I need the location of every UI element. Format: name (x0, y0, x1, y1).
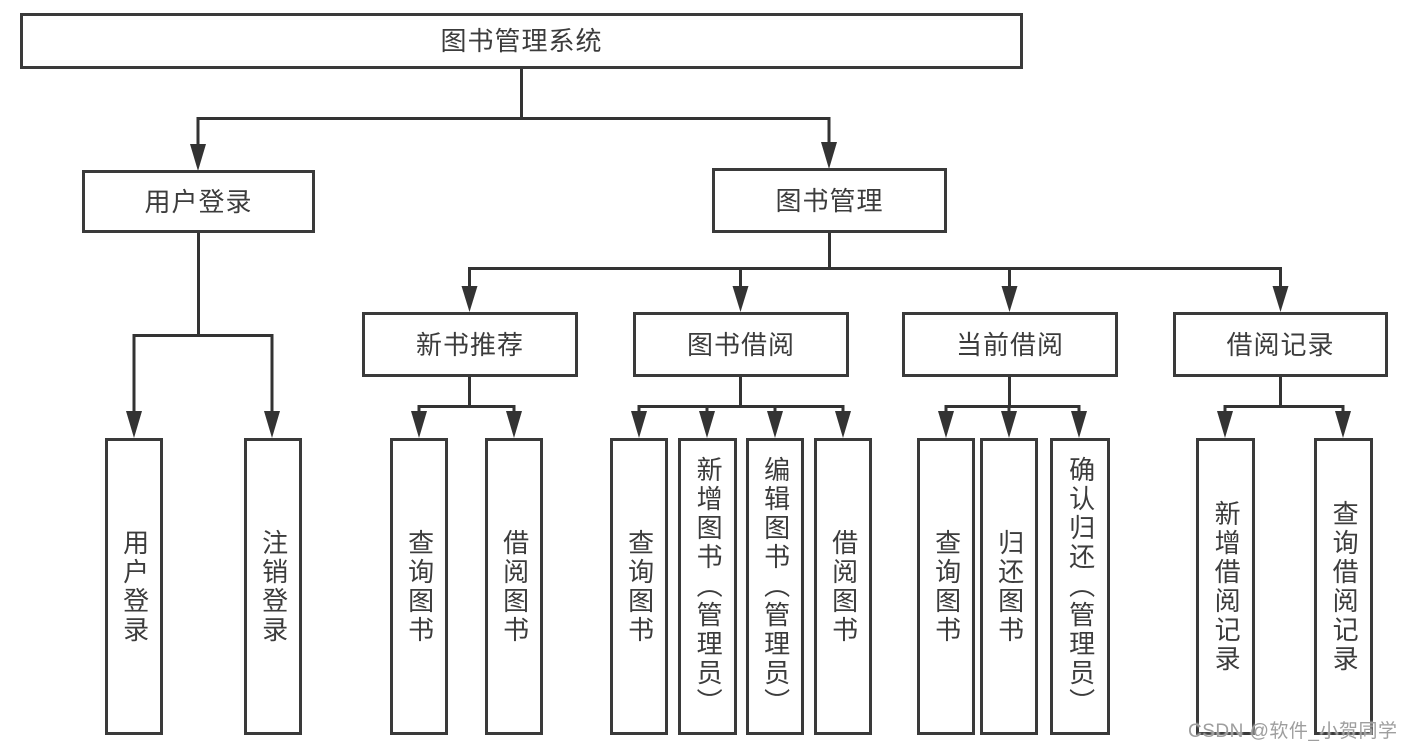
node-label: 图书借阅 (686, 329, 795, 360)
leaf-label: 归还图书 (994, 528, 1025, 645)
leaf-label: 借阅图书 (499, 528, 530, 645)
leaf-label: 查询借阅记录 (1329, 499, 1360, 674)
leaf-logout: 注销登录 (244, 438, 302, 735)
node-label: 当前借阅 (955, 329, 1064, 360)
leaf-label: 借阅图书 (828, 528, 859, 645)
leaf-add-borrow-record: 新增借阅记录 (1196, 438, 1255, 735)
node-book-borrowing: 图书借阅 (633, 312, 849, 377)
leaf-query-books-borrowing: 查询图书 (610, 438, 668, 735)
leaf-return-books: 归还图书 (980, 438, 1038, 735)
connector-current-to-leaves (938, 377, 1087, 438)
node-root-system: 图书管理系统 (20, 13, 1023, 69)
connector-records-to-leaves (1217, 377, 1351, 438)
leaf-borrow-books-recommend: 借阅图书 (485, 438, 543, 735)
node-label: 借阅记录 (1226, 329, 1335, 360)
leaf-label: 用户登录 (119, 528, 150, 645)
node-user-login-branch: 用户登录 (82, 170, 315, 233)
connector-bookmgmt-to-level3 (461, 233, 1289, 312)
leaf-edit-books-admin: 编辑图书（管理员） (746, 438, 804, 735)
connector-userlogin-to-leaves (126, 233, 280, 438)
connector-root-to-level2 (190, 69, 837, 171)
connector-newbooks-to-leaves (411, 377, 522, 438)
leaf-label: 注销登录 (258, 528, 289, 645)
node-book-management-branch: 图书管理 (712, 168, 947, 233)
leaf-label: 查询图书 (624, 528, 655, 645)
node-borrowing-records: 借阅记录 (1173, 312, 1388, 377)
csdn-watermark: CSDN @软件_小贺同学 (1188, 721, 1398, 742)
node-label: 图书管理 (775, 185, 884, 216)
leaf-confirm-return-admin: 确认归还（管理员） (1050, 438, 1110, 735)
leaf-query-books-current: 查询图书 (917, 438, 975, 735)
leaf-query-books-recommend: 查询图书 (390, 438, 448, 735)
leaf-borrow-books: 借阅图书 (814, 438, 872, 735)
leaf-label: 新增借阅记录 (1211, 499, 1242, 674)
node-label: 新书推荐 (415, 329, 524, 360)
leaf-add-books-admin: 新增图书（管理员） (678, 438, 737, 735)
leaf-query-borrow-record: 查询借阅记录 (1314, 438, 1373, 735)
leaf-label: 确认归还（管理员） (1065, 456, 1096, 717)
node-new-book-recommend: 新书推荐 (362, 312, 578, 377)
leaf-label: 查询图书 (931, 528, 962, 645)
leaf-label: 编辑图书（管理员） (760, 456, 791, 717)
leaf-user-login: 用户登录 (105, 438, 163, 735)
node-root-label: 图书管理系统 (440, 26, 603, 56)
node-current-borrowing: 当前借阅 (902, 312, 1118, 377)
leaf-label: 查询图书 (404, 528, 435, 645)
connector-borrowing-to-leaves (631, 377, 851, 438)
node-label: 用户登录 (144, 186, 253, 217)
leaf-label: 新增图书（管理员） (693, 456, 724, 717)
